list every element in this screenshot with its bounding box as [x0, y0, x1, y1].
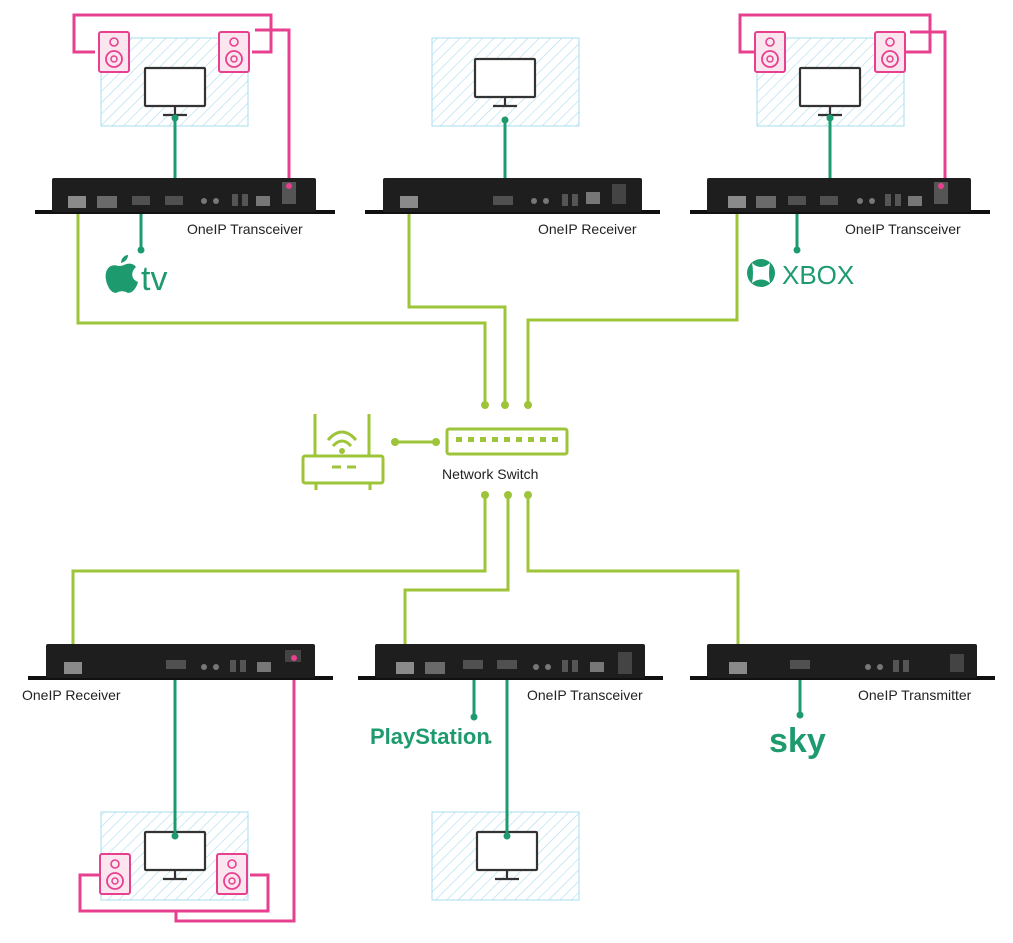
speaker-icon [874, 31, 906, 73]
device-transceiver-top-right [690, 178, 990, 214]
label-receiver-top: OneIP Receiver [538, 221, 637, 237]
apple-tv-text: tv [141, 260, 167, 298]
xbox-icon [747, 259, 775, 287]
playstation-logo: PlayStation [370, 724, 492, 749]
network-cables [71, 203, 740, 665]
device-receiver-bottom-left [28, 644, 333, 680]
cable-switch-to-transceiver-bottom [403, 495, 510, 665]
sky-logo: sky [769, 722, 826, 760]
apple-icon [105, 255, 138, 293]
speaker-icon [216, 853, 248, 895]
playstation-text: PlayStation [370, 724, 490, 749]
network-switch-icon [445, 427, 569, 456]
label-transceiver-top-right: OneIP Transceiver [845, 221, 961, 237]
cable-switch-to-transceiver-top-left [76, 203, 487, 405]
xbox-text: XBOX [782, 260, 854, 290]
hdmi-cable-ends [137, 114, 834, 840]
apple-tv-logo: tv [105, 255, 167, 298]
speaker-icon [218, 31, 250, 73]
xbox-logo: XBOX [747, 259, 854, 290]
audio-cables [72, 13, 947, 923]
device-receiver-top [365, 178, 660, 214]
speaker-icon [98, 31, 130, 73]
device-transceiver-top-left [35, 178, 335, 214]
device-transmitter [690, 644, 995, 680]
sky-text: sky [769, 722, 826, 760]
device-transceiver-bottom [358, 644, 663, 680]
label-transceiver-top-left: OneIP Transceiver [187, 221, 303, 237]
cable-switch-to-transmitter [526, 495, 740, 665]
speaker-icon [754, 31, 786, 73]
speaker-icon [99, 853, 131, 895]
label-receiver-bottom-left: OneIP Receiver [22, 687, 121, 703]
cable-switch-to-transceiver-top-right [526, 203, 739, 405]
router-icon [301, 414, 385, 490]
label-transmitter: OneIP Transmitter [858, 687, 972, 703]
cable-switch-to-receiver-top [407, 203, 507, 405]
cable-switch-to-receiver-bottom-left [71, 495, 487, 665]
label-network-switch: Network Switch [442, 466, 538, 482]
label-transceiver-bottom: OneIP Transceiver [527, 687, 643, 703]
